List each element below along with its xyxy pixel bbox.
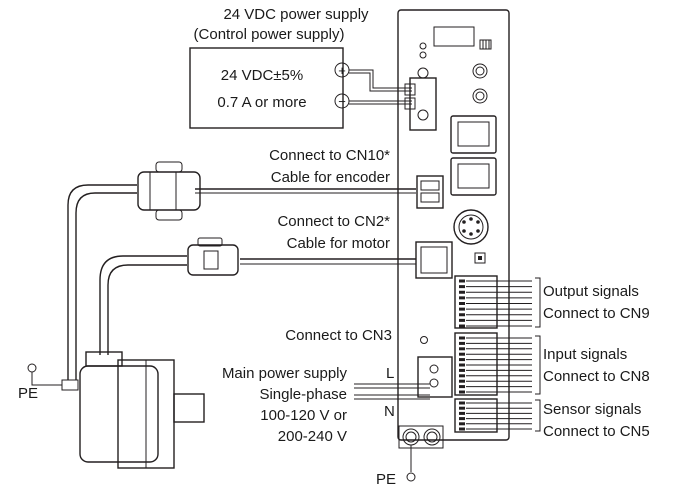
- minus-symbol: −: [338, 94, 346, 109]
- cn9-wire-pin: [459, 313, 465, 317]
- sensor-signals-connect: Connect to CN5: [543, 423, 650, 440]
- driver-unit: [397, 9, 510, 449]
- rotary-switch-2-icon: [472, 88, 488, 104]
- output-signals-label: Output signals: [543, 283, 639, 300]
- cn8-wire-pin: [459, 347, 465, 351]
- cn9-wire-pin: [459, 318, 465, 322]
- status-led-icon: [420, 336, 428, 344]
- rj45-ports-icon: [450, 115, 497, 196]
- motor-pe-wire: [27, 363, 62, 386]
- main-power-line1: Main power supply: [222, 365, 348, 382]
- main-power-line3: 100-120 V or: [260, 407, 347, 424]
- sensor-signals-label: Sensor signals: [543, 401, 641, 418]
- driver-body: [397, 9, 510, 441]
- driver-ground-icon: [406, 472, 416, 482]
- plus-symbol: +: [338, 63, 346, 78]
- cn3-connector-icon: [417, 356, 453, 398]
- cn5-wire-pin: [459, 406, 465, 410]
- input-signals-connect: Connect to CN8: [543, 368, 650, 385]
- cn8-wire-pin: [459, 390, 465, 394]
- cn8-wire-pin: [459, 363, 465, 367]
- cn3-connect-label: Connect to CN3: [285, 327, 392, 344]
- cn2-connector-icon: [415, 241, 486, 279]
- cn8-wire-pin: [459, 336, 465, 340]
- cn9-wire-pin: [459, 290, 465, 294]
- cn5-wire-pin: [459, 422, 465, 426]
- cn9-wire-pin: [459, 279, 465, 283]
- cn8-wire-pin: [459, 358, 465, 362]
- cn9-wire-pin: [459, 302, 465, 305]
- cn9-wire-pin: [459, 296, 465, 300]
- cn8-wire-pin: [459, 341, 465, 345]
- cn9-wire-pin: [459, 324, 465, 328]
- cn8-wire-pin: [459, 368, 465, 372]
- power-supply-box: [189, 47, 344, 129]
- led-2-icon: [419, 51, 427, 59]
- encoder-cable: [67, 161, 416, 380]
- driver-pe-label: PE: [376, 471, 396, 488]
- power-supply-title-1: 24 VDC power supply: [223, 6, 369, 23]
- cn5-connector-icon: [454, 398, 498, 433]
- cn10-connector-icon: [416, 175, 444, 209]
- ground-terminal-icon: [398, 425, 444, 449]
- terminal-l-label: L: [386, 365, 394, 382]
- cn1-connector-icon: [404, 67, 437, 131]
- main-power-wires: [354, 383, 430, 400]
- cn9-wire-pin: [459, 285, 465, 289]
- motor-body-icon: [79, 365, 159, 463]
- cn8-wire-pin: [459, 352, 465, 356]
- motor-ground-icon: [27, 363, 37, 373]
- driver-pe-wire: [406, 445, 416, 482]
- terminal-n-label: N: [384, 403, 395, 420]
- motor-shaft-icon: [173, 393, 205, 423]
- cn9-wire-pin: [459, 307, 465, 311]
- power-supply-spec-1: 24 VDC±5%: [221, 67, 303, 84]
- output-signals-connect: Connect to CN9: [543, 305, 650, 322]
- led-1-icon: [419, 42, 427, 50]
- encoder-cable-name-label: Cable for encoder: [271, 169, 390, 186]
- motor-pe-label: PE: [18, 385, 38, 402]
- motor-connector-icon: [187, 244, 239, 276]
- power-supply-24v: 24 VDC power supply (Control power suppl…: [189, 6, 369, 129]
- main-power-line2: Single-phase: [259, 386, 347, 403]
- signal-wires: [459, 279, 532, 431]
- cn5-wire-pin: [459, 427, 465, 431]
- motor-cable-gland-icon: [85, 351, 123, 367]
- driver-label-plate: [433, 26, 475, 47]
- power-supply-wires: [349, 69, 412, 105]
- signal-brackets: [535, 277, 541, 432]
- encoder-cable-connect-label: Connect to CN10*: [269, 147, 390, 164]
- cn8-wire-pin: [459, 374, 465, 378]
- cn8-connector-icon: [454, 332, 498, 396]
- power-supply-spec-2: 0.7 A or more: [217, 94, 306, 111]
- power-supply-title-2: (Control power supply): [194, 26, 345, 43]
- rotary-switch-1-icon: [472, 63, 488, 79]
- cn8-wire-pin: [459, 385, 465, 389]
- motor-cable-name-label: Cable for motor: [287, 235, 390, 252]
- motor-cable: [99, 237, 416, 355]
- cn9-connector-icon: [454, 275, 498, 329]
- cn5-wire-pin: [459, 401, 465, 405]
- main-power-line4: 200-240 V: [278, 428, 347, 445]
- encoder-connector-icon: [137, 171, 201, 211]
- cn5-wire-pin: [459, 417, 465, 421]
- input-signals-label: Input signals: [543, 346, 627, 363]
- cn5-wire-pin: [459, 411, 465, 415]
- motor-cable-connect-label: Connect to CN2*: [277, 213, 390, 230]
- mini-din-port-icon: [453, 209, 489, 245]
- motor: [61, 351, 205, 469]
- cn8-wire-pin: [459, 379, 465, 383]
